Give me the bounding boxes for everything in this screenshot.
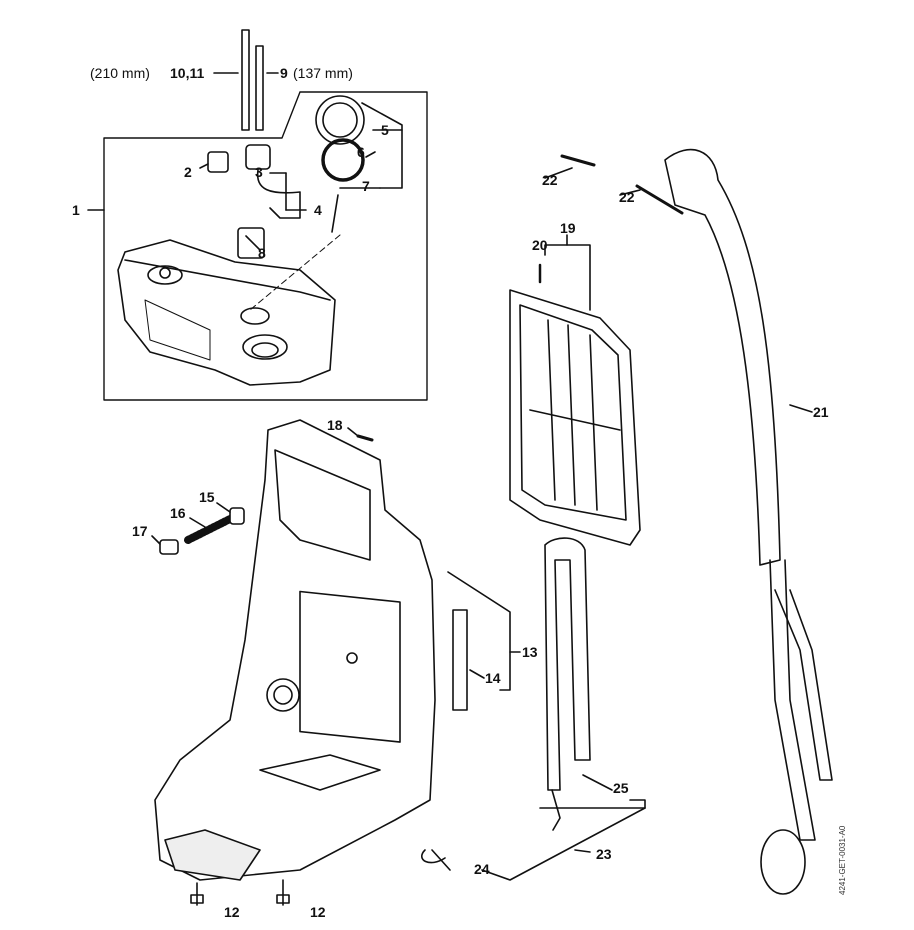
callout-2: 2 — [184, 164, 192, 180]
callout-12b: 12 — [310, 904, 326, 920]
callout-22b: 22 — [619, 189, 635, 205]
callout-4: 4 — [314, 202, 322, 218]
tube-parts-a: 10,11 — [170, 65, 205, 81]
carrier-frame — [154, 419, 436, 906]
callout-20: 20 — [532, 237, 548, 253]
callout-22a: 22 — [542, 172, 558, 188]
callout-1: 1 — [72, 202, 80, 218]
shoulder-strap-right — [544, 148, 833, 895]
callout-15: 15 — [199, 489, 215, 505]
callout-8: 8 — [258, 245, 266, 261]
callout-18: 18 — [327, 417, 343, 433]
fuel-tank — [117, 239, 336, 386]
spring-parts — [151, 427, 374, 555]
kit-frame — [103, 91, 428, 401]
callout-25: 25 — [613, 780, 629, 796]
shoulder-strap-left — [421, 537, 646, 881]
callout-16: 16 — [170, 505, 186, 521]
tube-parts-b: 9 — [280, 65, 288, 81]
callout-12a: 12 — [224, 904, 240, 920]
drawing-code: 4241-GET-0031-A0 — [838, 825, 847, 895]
callout-13: 13 — [522, 644, 538, 660]
callout-3: 3 — [255, 164, 263, 180]
callout-24: 24 — [474, 861, 490, 877]
callout-14: 14 — [485, 670, 501, 686]
callout-21: 21 — [813, 404, 829, 420]
tube-length-a: (210 mm) — [90, 65, 150, 81]
callout-23: 23 — [596, 846, 612, 862]
callout-5: 5 — [381, 122, 389, 138]
back-plate — [509, 234, 641, 546]
callout-17: 17 — [132, 523, 148, 539]
tank-small-parts — [199, 95, 403, 311]
callout-19: 19 — [560, 220, 576, 236]
callout-6: 6 — [357, 144, 365, 160]
tubes — [213, 29, 279, 131]
tube-length-b: (137 mm) — [293, 65, 353, 81]
callout-7: 7 — [362, 178, 370, 194]
